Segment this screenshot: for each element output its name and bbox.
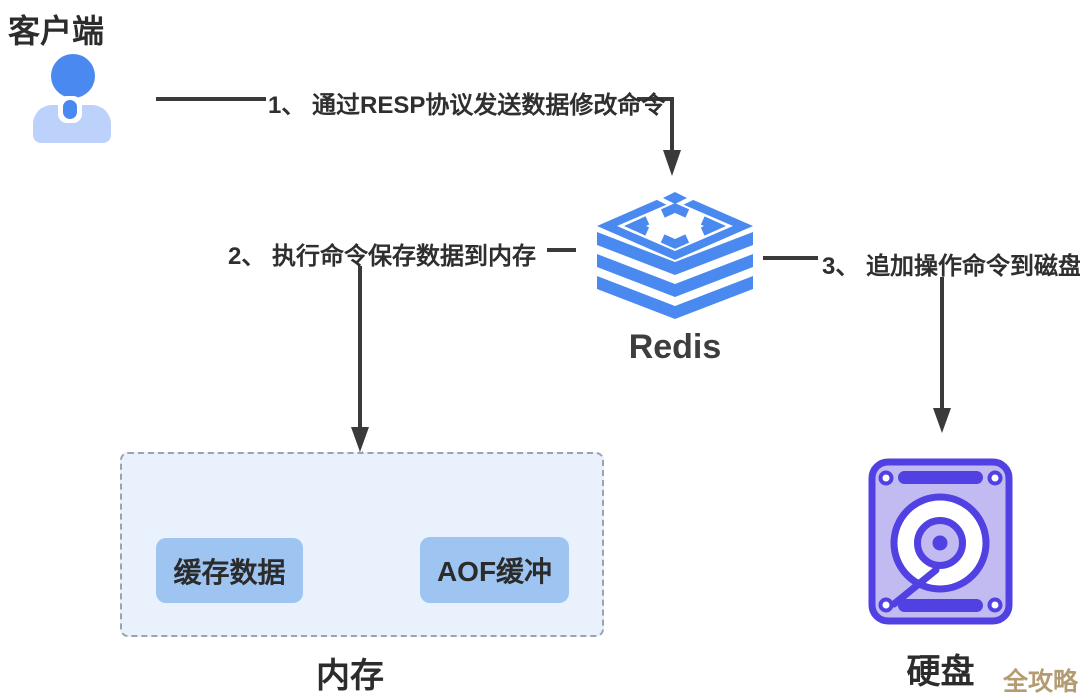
redis-layer-2 (597, 254, 753, 297)
redis-layer-1 (597, 232, 753, 275)
person-icon (28, 52, 118, 144)
redis-stack-icon (597, 192, 753, 319)
cache-data-box: 缓存数据 (156, 538, 303, 603)
redis-top-diamond (663, 192, 687, 204)
disk-screw (987, 597, 1003, 613)
step3-label: 3、 追加操作命令到磁盘 (822, 253, 1080, 280)
disk-spindle (932, 535, 948, 551)
aof-buffer-label: AOF缓冲 (436, 556, 553, 587)
disk-actuator-arm (890, 566, 940, 608)
disk-screw (878, 597, 894, 613)
disk-screw (878, 470, 894, 486)
aof-buffer-box: AOF缓冲 (420, 537, 569, 603)
redis-ring-pattern (624, 203, 726, 249)
arrowhead-to-disk (933, 408, 951, 433)
disk-top-slot (898, 471, 983, 484)
arrowhead-to-memory (351, 427, 369, 452)
cache-data-label: 缓存数据 (173, 556, 286, 588)
disk-screw (987, 470, 1003, 486)
step1-label: 1、 通过RESP协议发送数据修改命令 (268, 92, 666, 119)
person-neck (63, 100, 77, 119)
arrowhead-to-redis (663, 150, 681, 176)
hard-disk-icon (868, 458, 1013, 625)
step2-label: 2、 执行命令保存数据到内存 (228, 243, 537, 270)
memory-label: 内存 (316, 657, 384, 695)
disk-bottom-slot (898, 599, 983, 612)
redis-label: Redis (628, 328, 722, 366)
disk-label: 硬盘 (906, 653, 975, 691)
person-head (51, 54, 95, 98)
watermark: 全攻略 (1003, 668, 1079, 696)
client-label: 客户端 (8, 13, 105, 49)
redis-layer-3 (597, 276, 753, 319)
step1-elbow-to-redis (637, 97, 674, 152)
